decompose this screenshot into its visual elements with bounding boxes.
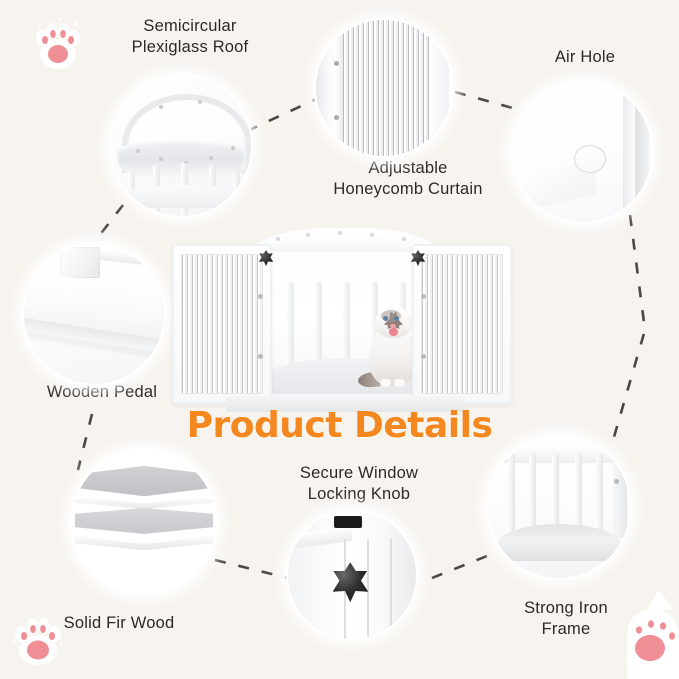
ragdoll-cat bbox=[357, 290, 424, 389]
label-secure-window-locking-knob: Secure Window Locking Knob bbox=[299, 464, 419, 504]
label-solid-fir-wood: Solid Fir Wood bbox=[63, 614, 175, 632]
photo-wooden-pedal bbox=[24, 244, 164, 384]
crate-base bbox=[226, 396, 464, 412]
window-clip bbox=[334, 516, 363, 528]
air-hole-opening bbox=[573, 145, 606, 173]
wire-wood-to-knob bbox=[214, 558, 289, 580]
photo-plexiglass-roof bbox=[111, 76, 251, 216]
cat-paw-icon-bottom-right bbox=[617, 588, 679, 679]
label-adjustable-honeycomb-curtain: Adjustable Honeycomb Curtain bbox=[333, 159, 483, 199]
photo-locking-knob bbox=[288, 511, 416, 639]
wire-roof-to-curtain bbox=[246, 93, 326, 133]
wire-knob-to-frame bbox=[431, 552, 493, 580]
paw-print-icon-bottom-left bbox=[9, 608, 67, 668]
photo-honeycomb-curtain bbox=[316, 20, 452, 156]
photo-iron-frame bbox=[488, 436, 630, 578]
page-title: Product Details bbox=[186, 405, 493, 446]
crate-door-right bbox=[412, 244, 512, 404]
paw-print-icon-top-left bbox=[30, 14, 86, 72]
photo-air-hole bbox=[512, 82, 652, 222]
label-semicircular-plexiglass-roof: Semicircular Plexiglass Roof bbox=[131, 17, 249, 57]
crate-door-left bbox=[172, 244, 272, 404]
label-wooden-pedal: Wooden Pedal bbox=[46, 383, 158, 401]
product-photo-pet-crate bbox=[172, 228, 512, 424]
label-strong-iron-frame: Strong Iron Frame bbox=[524, 599, 608, 639]
photo-solid-fir-wood bbox=[72, 450, 216, 594]
label-air-hole: Air Hole bbox=[554, 48, 616, 66]
wire-airhole-to-frame bbox=[612, 214, 647, 438]
